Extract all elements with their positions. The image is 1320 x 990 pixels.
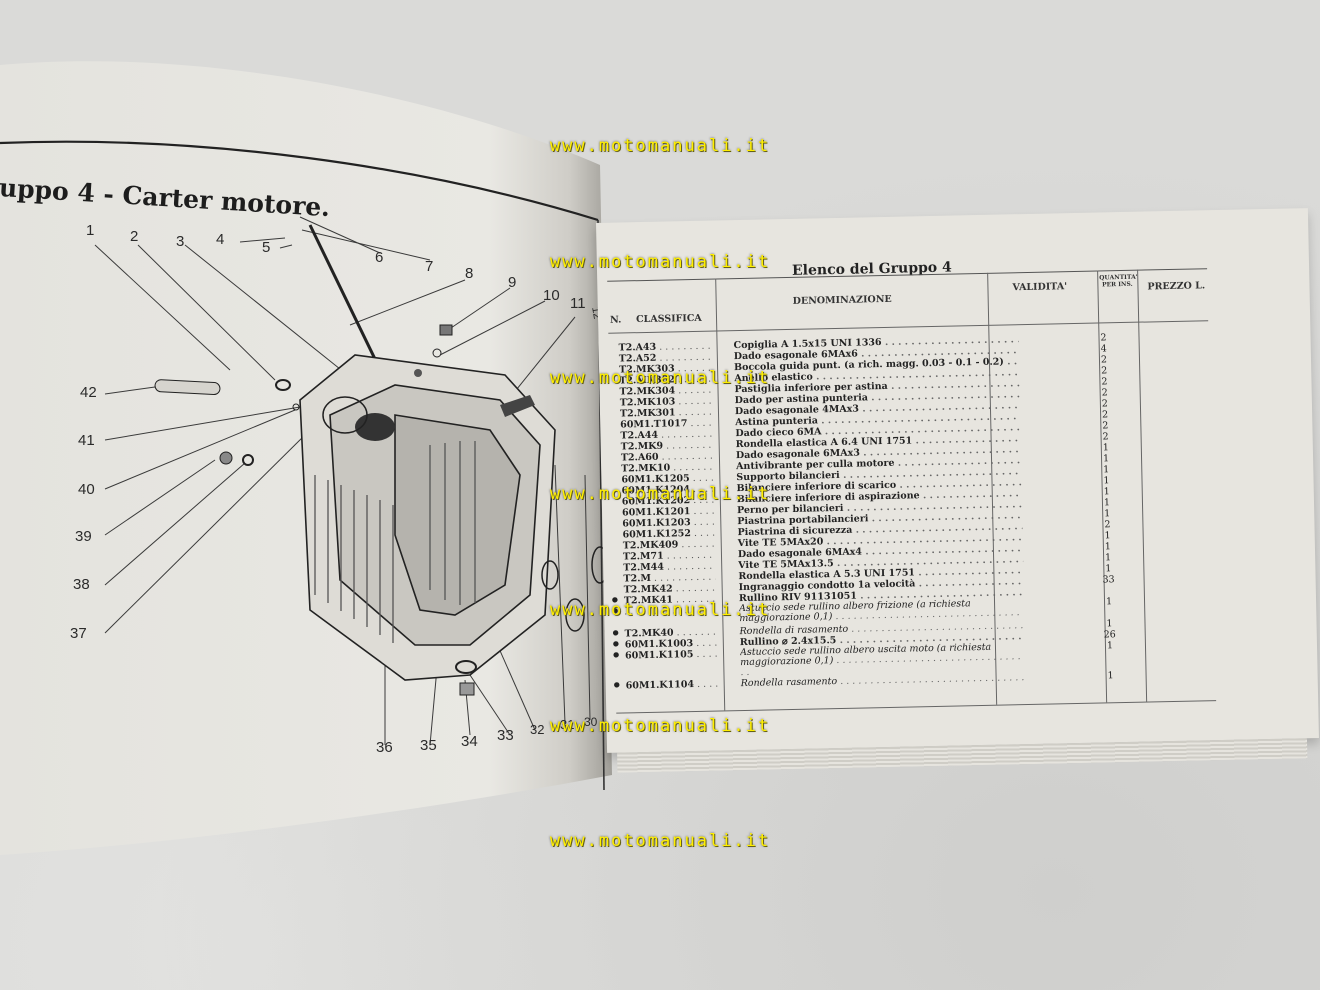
callout-37: 37 [70, 625, 87, 642]
watermark: www.motomanuali.it [549, 136, 771, 156]
watermark: www.motomanuali.it [549, 600, 771, 620]
callout-31: 31 [560, 717, 575, 732]
header-classifica: CLASSIFICA [635, 312, 702, 326]
callout-34: 34 [461, 733, 478, 750]
header-denominazione: DENOMINAZIONE [792, 293, 892, 307]
callout-2: 2 [130, 228, 139, 245]
callout-40: 40 [78, 481, 95, 498]
callout-8: 8 [465, 265, 474, 282]
callout-6: 6 [375, 249, 384, 266]
callout-3: 3 [176, 233, 185, 250]
watermark: www.motomanuali.it [549, 252, 771, 272]
header-quantita: QUANTITA' PER INS. [1099, 273, 1138, 289]
callout-33: 33 [497, 727, 514, 744]
callout-39: 39 [75, 528, 92, 545]
engine-crankcase-diagram [94, 216, 618, 746]
header-prezzo: PREZZO L. [1147, 280, 1206, 293]
watermark: www.motomanuali.it [549, 831, 771, 851]
watermark: www.motomanuali.it [549, 368, 771, 388]
callout-35: 35 [420, 737, 437, 754]
header-validita: VALIDITA' [1012, 281, 1068, 294]
callout-36: 36 [376, 739, 393, 756]
callout-32: 32 [530, 722, 545, 737]
watermark: www.motomanuali.it [549, 716, 771, 736]
header-number: N. [609, 314, 622, 326]
callout-1: 1 [86, 222, 95, 239]
callout-30: 30 [584, 715, 598, 729]
callout-42: 42 [80, 384, 97, 401]
callout-4: 4 [216, 231, 225, 248]
callout-5: 5 [262, 239, 271, 256]
callout-38: 38 [73, 576, 90, 593]
callout-41: 41 [78, 432, 95, 449]
left-page: uppo 4 - Carter motore. [0, 55, 625, 865]
callout-7: 7 [425, 258, 434, 275]
watermark: www.motomanuali.it [549, 484, 771, 504]
callout-11: 11 [570, 295, 586, 312]
callout-9: 9 [508, 274, 517, 291]
callout-10: 10 [543, 287, 560, 304]
